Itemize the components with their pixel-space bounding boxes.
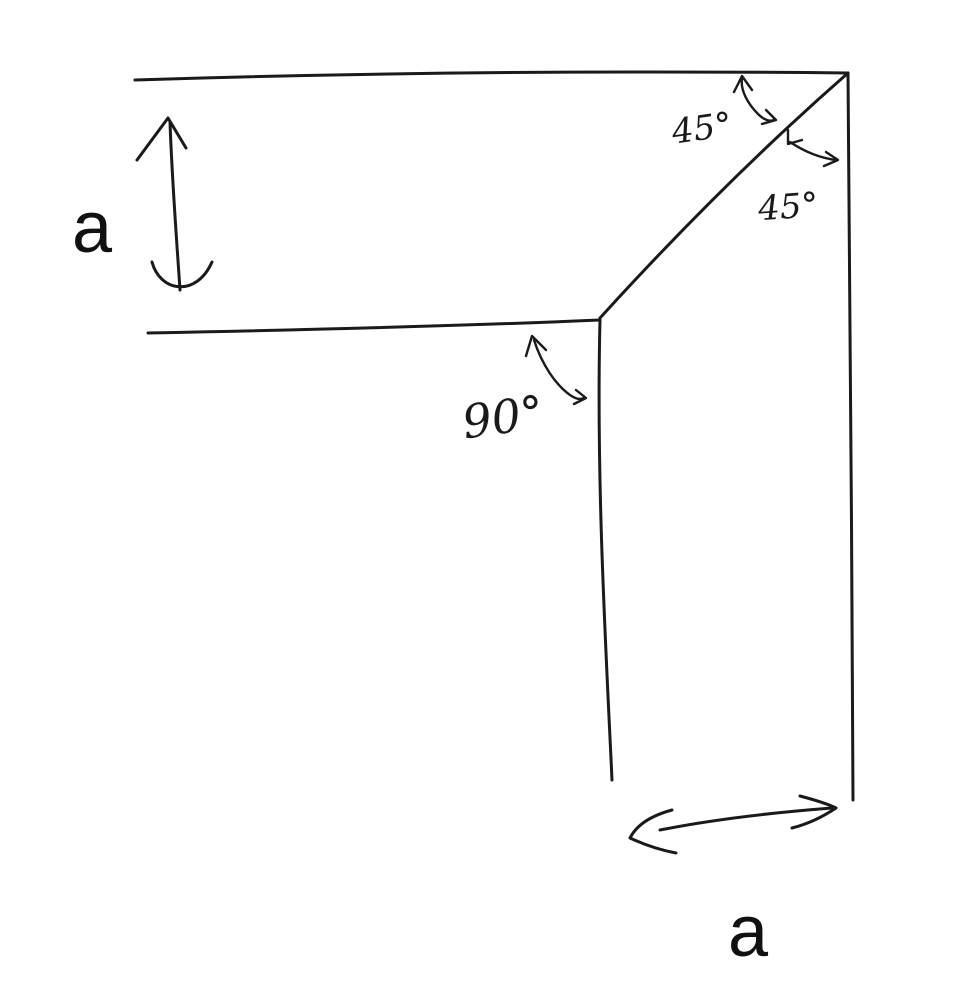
- label-angle-top-right: 45°: [756, 185, 820, 229]
- inner-vertical-edge: [597, 318, 614, 782]
- left-dimension-arrow: [135, 116, 214, 292]
- label-angle-top-left: 45°: [668, 105, 734, 153]
- label-angle-inner: 90°: [459, 385, 547, 450]
- diagonal-miter-line: [598, 71, 850, 320]
- bottom-dimension-arrow: [628, 794, 838, 855]
- label-a-left: a: [72, 188, 113, 268]
- angle-arrow-top-right: [786, 128, 840, 168]
- angle-arrow-inner-corner: [524, 334, 588, 406]
- outer-right-edge: [846, 71, 855, 802]
- angle-arrow-top-left: [732, 74, 778, 126]
- outer-top-edge: [133, 70, 850, 82]
- inner-horizontal-edge: [146, 318, 602, 335]
- label-a-bottom: a: [728, 892, 769, 972]
